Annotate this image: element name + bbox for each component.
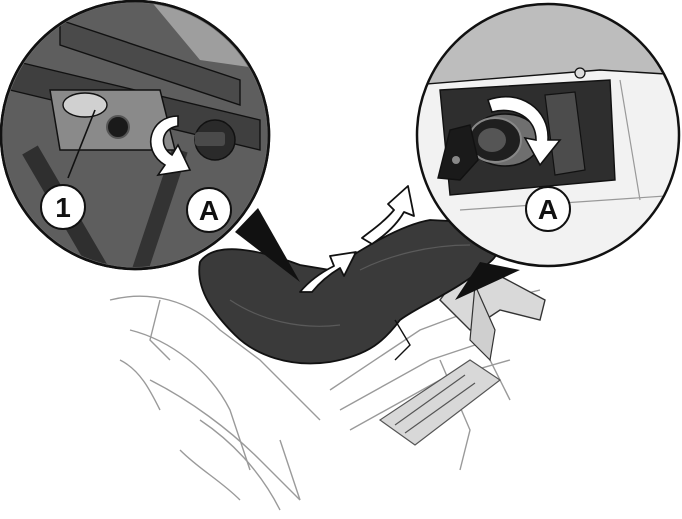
callout-1-label: 1 — [55, 192, 71, 223]
callout-a-left-label: A — [199, 195, 219, 226]
callout-a-right-badge: A — [526, 187, 570, 231]
callout-a-left-badge: A — [187, 188, 231, 232]
left-detail-circle: 1 A — [0, 0, 270, 270]
exhaust-muffler — [380, 360, 500, 445]
callout-a-right-label: A — [538, 194, 558, 225]
callout-1-badge: 1 — [41, 185, 85, 229]
